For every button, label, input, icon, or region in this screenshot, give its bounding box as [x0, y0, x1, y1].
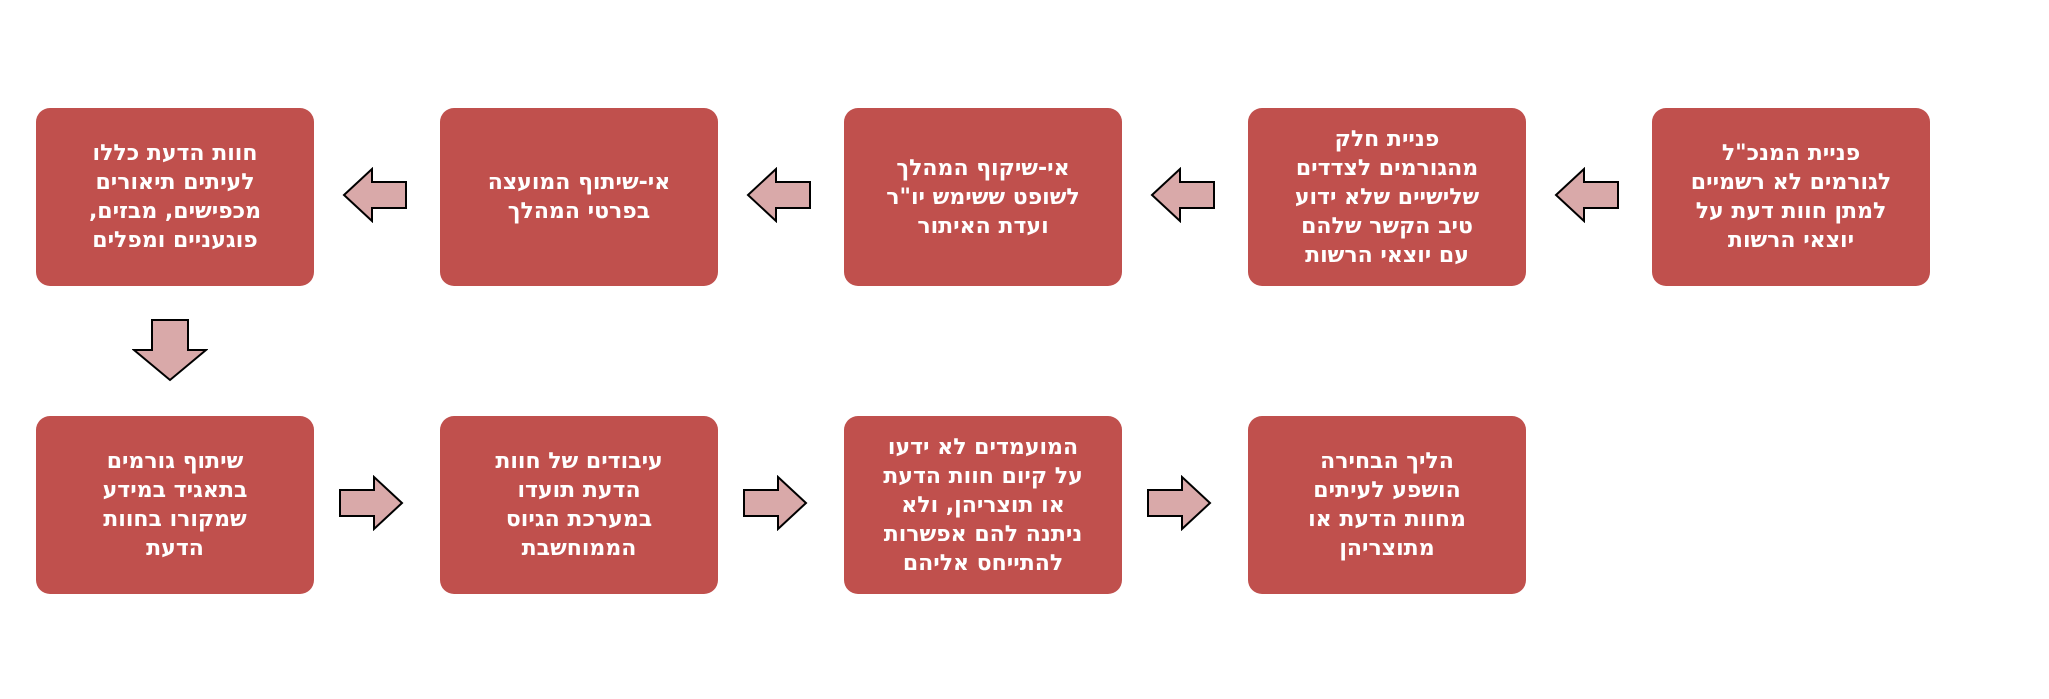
arrow-left-icon	[746, 167, 811, 223]
arrow-left-icon	[1554, 167, 1619, 223]
flow-box-3: אי-שיקוף המהלך לשופט ששימש יו"ר ועדת האי…	[844, 108, 1122, 286]
flow-box-8: המועמדים לא ידעו על קיום חוות הדעת או תו…	[844, 416, 1122, 594]
flow-box-4: אי-שיתוף המועצה בפרטי המהלך	[440, 108, 718, 286]
arrow-right-icon	[1147, 475, 1212, 531]
arrow-left-icon	[342, 167, 407, 223]
flow-box-7: עיבודים של חוות הדעת תועדו במערכת הגיוס …	[440, 416, 718, 594]
arrow-right-icon	[339, 475, 404, 531]
flow-box-2: פניית חלק מהגורמים לצדדים שלישיים שלא יד…	[1248, 108, 1526, 286]
flow-box-5: חוות הדעת כללו לעיתים תיאורים מכפישים, מ…	[36, 108, 314, 286]
arrow-left-icon	[1150, 167, 1215, 223]
flow-box-6: שיתוף גורמים בתאגיד במידע שמקורו בחוות ה…	[36, 416, 314, 594]
arrow-right-icon	[743, 475, 808, 531]
flow-box-1: פניית המנכ"ל לגורמים לא רשמיים למתן חוות…	[1652, 108, 1930, 286]
arrow-down-icon	[132, 319, 208, 382]
flow-box-9: הליך הבחירה הושפע לעיתים מחוות הדעת או מ…	[1248, 416, 1526, 594]
